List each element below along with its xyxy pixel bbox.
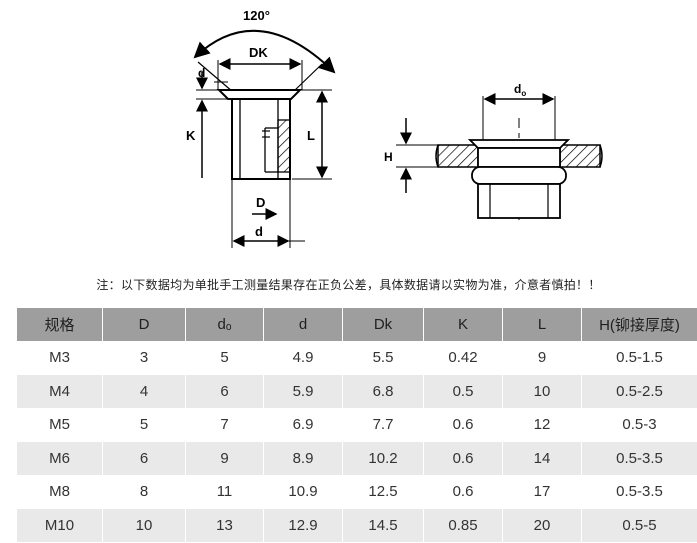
table-cell: 3 — [103, 341, 186, 375]
dsmall-label: d — [198, 66, 205, 80]
table-cell: M3 — [17, 341, 103, 375]
table-cell: 7 — [186, 408, 264, 442]
dh-label: do — [514, 82, 526, 98]
table-cell: 11 — [186, 475, 264, 509]
column-header: 规格 — [17, 308, 103, 342]
table-cell: 10 — [103, 509, 186, 543]
table-cell: 5 — [186, 341, 264, 375]
column-header: H(铆接厚度) — [582, 308, 697, 342]
table-cell: 13 — [186, 509, 264, 543]
table-cell: M4 — [17, 375, 103, 409]
table-cell: 6 — [103, 442, 186, 476]
table-cell: 0.5-3.5 — [582, 442, 697, 476]
dk-label: DK — [249, 45, 268, 60]
table-cell: M5 — [17, 408, 103, 442]
column-header: K — [424, 308, 503, 342]
k-label: K — [186, 128, 196, 143]
table-cell: 5 — [103, 408, 186, 442]
table-cell: 0.5-1.5 — [582, 341, 697, 375]
table-cell: 4.9 — [264, 341, 343, 375]
table-cell: 0.42 — [424, 341, 503, 375]
l-label: L — [307, 128, 315, 143]
table-cell: M10 — [17, 509, 103, 543]
table-cell: 0.6 — [424, 408, 503, 442]
rivet-nut-technical-drawing: 120° DK d K L D d do H — [0, 0, 697, 270]
table-cell: 0.5-3.5 — [582, 475, 697, 509]
column-header: dₒ — [186, 308, 264, 342]
measurement-note: 注：以下数据均为单批手工测量结果存在正负公差，具体数据请以实物为准，介意者慎拍！… — [0, 276, 697, 293]
table-cell: 6 — [186, 375, 264, 409]
table-cell: 0.5 — [424, 375, 503, 409]
table-cell: 7.7 — [343, 408, 424, 442]
table-cell: 9 — [186, 442, 264, 476]
table-cell: 5.9 — [264, 375, 343, 409]
table-cell: 10 — [503, 375, 582, 409]
table-cell: 5.5 — [343, 341, 424, 375]
table-cell: 0.5-2.5 — [582, 375, 697, 409]
table-cell: 8 — [103, 475, 186, 509]
column-header: L — [503, 308, 582, 342]
table-cell: 9 — [503, 341, 582, 375]
angle-label: 120° — [243, 8, 270, 23]
table-cell: 20 — [503, 509, 582, 543]
table-cell: M6 — [17, 442, 103, 476]
table-cell: 17 — [503, 475, 582, 509]
table-cell: 14.5 — [343, 509, 424, 543]
table-cell: 4 — [103, 375, 186, 409]
column-header: Dk — [343, 308, 424, 342]
table-cell: 0.6 — [424, 442, 503, 476]
D-label: D — [256, 195, 265, 210]
d-label: d — [255, 224, 263, 239]
table-cell: 6.9 — [264, 408, 343, 442]
column-header: d — [264, 308, 343, 342]
table-cell: 10.2 — [343, 442, 424, 476]
table-cell: 6.8 — [343, 375, 424, 409]
table-cell: 12.9 — [264, 509, 343, 543]
table-cell: 14 — [503, 442, 582, 476]
table-cell: M8 — [17, 475, 103, 509]
h-label: H — [384, 150, 393, 164]
column-header: D — [103, 308, 186, 342]
table-cell: 12 — [503, 408, 582, 442]
table-cell: 12.5 — [343, 475, 424, 509]
table-cell: 10.9 — [264, 475, 343, 509]
table-cell: 0.5-5 — [582, 509, 697, 543]
installed-rivet-nut-view — [396, 96, 602, 220]
table-cell: 0.85 — [424, 509, 503, 543]
table-cell: 0.6 — [424, 475, 503, 509]
table-cell: 0.5-3 — [582, 408, 697, 442]
table-cell: 8.9 — [264, 442, 343, 476]
